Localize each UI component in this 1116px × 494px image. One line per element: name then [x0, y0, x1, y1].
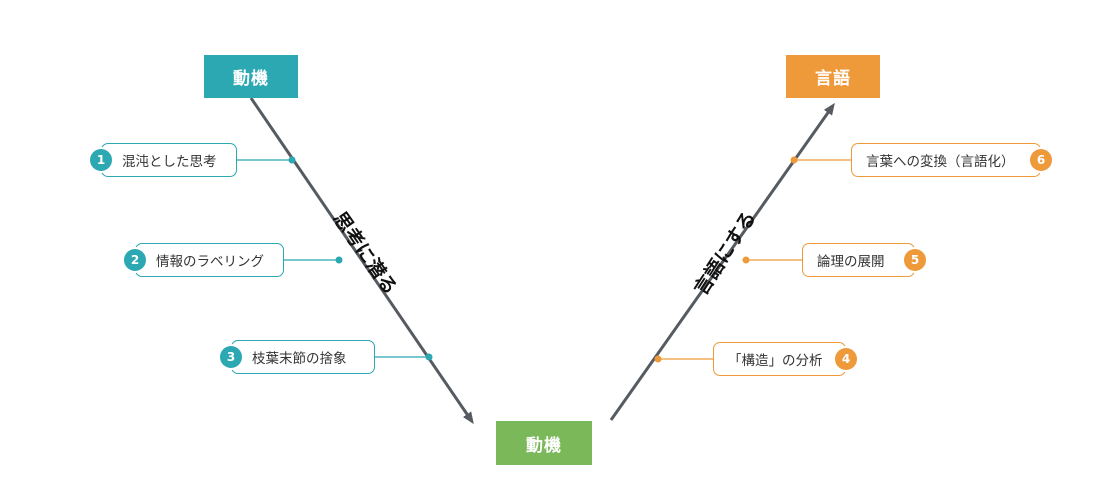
motive-bottom-label: 動機	[526, 435, 562, 456]
language-label: 言語	[815, 69, 851, 89]
connector-dot-3	[425, 353, 433, 361]
motive-top-box: 動機	[204, 55, 298, 98]
step-2: 2 情報のラベリング	[124, 243, 284, 277]
step-5-badge: 5	[904, 249, 926, 271]
step-1-text: 混沌とした思考	[122, 154, 217, 170]
step-3-badge: 3	[220, 346, 242, 368]
step-3: 3 枝葉末節の捨象	[220, 340, 375, 374]
step-6-text: 言葉への変換（言語化）	[866, 154, 1015, 170]
motive-top-label: 動機	[233, 69, 269, 89]
step-2-badge: 2	[124, 249, 146, 271]
connector-dot-4	[654, 355, 662, 363]
motive-bottom-box: 動機	[496, 421, 592, 465]
step-2-text: 情報のラベリング	[156, 254, 264, 270]
left-diagonal-arrow	[249, 97, 474, 425]
connector-dot-5	[742, 256, 750, 264]
step-5: 論理の展開 5	[802, 243, 926, 277]
step-6-badge: 6	[1030, 149, 1052, 171]
connector-dot-2	[335, 256, 343, 264]
step-4: 「構造」の分析 4	[713, 342, 857, 376]
step-1-badge: 1	[90, 149, 112, 171]
step-4-badge: 4	[835, 348, 857, 370]
connector-dot-1	[288, 156, 296, 164]
language-box: 言語	[786, 55, 880, 98]
step-1: 1 混沌とした思考	[90, 143, 237, 177]
step-6: 言葉への変換（言語化） 6	[851, 143, 1052, 177]
connector-dot-6	[790, 156, 798, 164]
step-4-text: 「構造」の分析	[728, 353, 823, 369]
step-5-text: 論理の展開	[817, 254, 885, 270]
step-3-text: 枝葉末節の捨象	[252, 351, 347, 367]
